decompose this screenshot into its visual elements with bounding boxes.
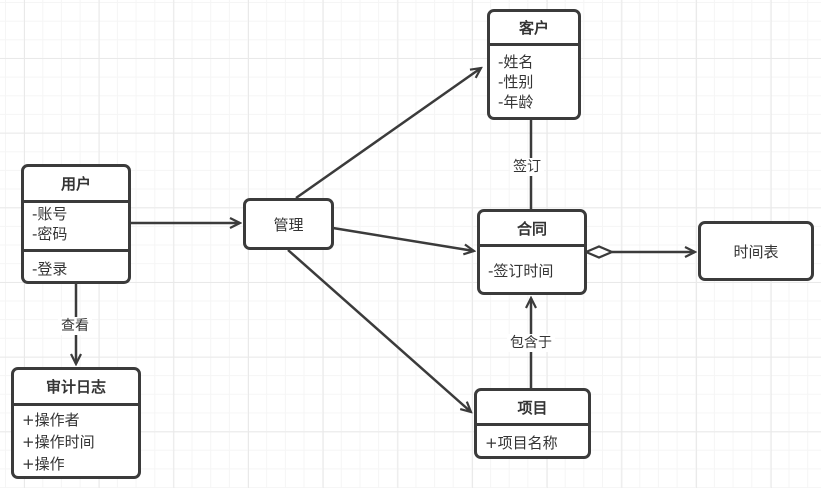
node-timetable[interactable]: 时间表 [698, 221, 814, 281]
node-attributes: -姓名 -性别 -年龄 [490, 43, 578, 117]
class-node-user[interactable]: 用户 -账号 -密码 -登录 [21, 164, 131, 284]
node-title: 审计日志 [45, 378, 106, 396]
node-manage[interactable]: 管理 [243, 198, 334, 250]
attribute-line: +操作者 [22, 411, 80, 429]
attribute-line: -账号 [32, 205, 68, 223]
class-node-audit-log[interactable]: 审计日志 +操作者 +操作时间 +操作 [11, 367, 141, 479]
aggregation-diamond-icon [583, 245, 615, 259]
node-attributes: -账号 -密码 [24, 200, 128, 249]
node-title: 合同 [516, 219, 547, 238]
node-title: 用户 [60, 175, 91, 193]
attribute-line: -姓名 [498, 53, 534, 71]
edge-manage-to-project[interactable] [287, 249, 471, 412]
edge-label-sign[interactable]: 签订 [510, 158, 544, 176]
node-attributes: +操作者 +操作时间 +操作 [14, 403, 138, 477]
attribute-line: -签订时间 [488, 262, 554, 280]
node-attributes: +项目名称 [477, 423, 588, 456]
edge-label-contained-in[interactable]: 包含于 [507, 334, 555, 352]
node-operations: -登录 [24, 249, 128, 281]
attribute-line: -密码 [32, 225, 68, 243]
node-title: 时间表 [733, 242, 779, 261]
node-title: 客户 [518, 19, 549, 37]
edge-manage-to-customer[interactable] [295, 68, 481, 200]
edge-label-view[interactable]: 查看 [58, 317, 92, 335]
attribute-line: +操作 [22, 455, 65, 473]
attribute-line: +项目名称 [485, 434, 558, 452]
edge-manage-to-contract[interactable] [332, 226, 474, 251]
node-title: 管理 [273, 215, 304, 234]
attribute-line: +操作时间 [22, 433, 95, 451]
attribute-line: -性别 [498, 73, 534, 91]
node-title: 项目 [517, 398, 548, 417]
class-node-contract[interactable]: 合同 -签订时间 [477, 209, 587, 295]
class-node-project[interactable]: 项目 +项目名称 [474, 388, 591, 459]
node-attributes: -签订时间 [480, 244, 584, 292]
operation-line: -登录 [32, 260, 68, 278]
class-node-customer[interactable]: 客户 -姓名 -性别 -年龄 [487, 9, 581, 120]
attribute-line: -年龄 [498, 93, 534, 111]
